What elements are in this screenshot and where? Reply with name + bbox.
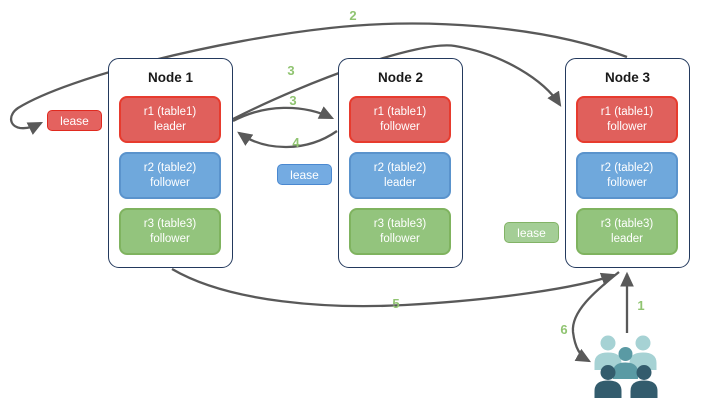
replica-node1-r2: r2 (table2) follower (119, 152, 221, 199)
replica-name: r2 (table2) (600, 161, 654, 174)
step-label-2: 2 (349, 8, 357, 23)
replica-role: leader (384, 176, 416, 189)
replica-name: r3 (table3) (373, 217, 427, 230)
node-title: Node 2 (377, 70, 423, 85)
replica-role: leader (154, 120, 186, 133)
replica-role: follower (380, 120, 420, 133)
node-card-3: Node 3 r1 (table1) follower r2 (table2) … (565, 58, 690, 268)
replica-name: r2 (table2) (143, 161, 197, 174)
replica-role: leader (611, 232, 643, 245)
replica-node2-r2: r2 (table2) leader (349, 152, 451, 199)
replica-name: r3 (table3) (600, 217, 654, 230)
replica-node2-r3: r3 (table3) follower (349, 208, 451, 255)
replica-role: follower (380, 232, 420, 245)
replica-node2-r1: r1 (table1) follower (349, 96, 451, 143)
replica-node1-r1: r1 (table1) leader (119, 96, 221, 143)
replica-node1-r3: r3 (table3) follower (119, 208, 221, 255)
person-top-right (629, 335, 657, 370)
replica-name: r3 (table3) (143, 217, 197, 230)
step-label-1: 1 (637, 298, 645, 313)
users-group-icon (594, 335, 658, 398)
replica-name: r2 (table2) (373, 161, 427, 174)
replica-node3-r2: r2 (table2) follower (576, 152, 678, 199)
replica-role: follower (150, 176, 190, 189)
person-bottom-left (594, 365, 622, 398)
replica-name: r1 (table1) (600, 105, 654, 118)
arrow-step3-node1-to-node3-r1 (232, 44, 562, 121)
node-title: Node 3 (604, 70, 650, 85)
replica-name: r1 (table1) (143, 105, 197, 118)
step-label-3a: 3 (287, 63, 295, 78)
person-bottom-right (630, 365, 658, 398)
arrow-step3-node1-to-node2-r1 (232, 106, 335, 123)
replica-node3-r1: r1 (table1) follower (576, 96, 678, 143)
step-label-4: 4 (292, 135, 300, 150)
replica-name: r1 (table1) (373, 105, 427, 118)
person-center (613, 347, 638, 379)
step-label-5: 5 (392, 296, 400, 311)
replica-role: follower (607, 120, 647, 133)
arrow-step5-node1-to-node3 (171, 268, 617, 308)
step-label-6: 6 (560, 322, 568, 337)
node-card-1: Node 1 r1 (table1) leader r2 (table2) fo… (108, 58, 233, 268)
node-card-2: Node 2 r1 (table1) follower r2 (table2) … (338, 58, 463, 268)
arrow-step6-node3-to-users (571, 271, 620, 363)
lease-badge-green: lease (504, 222, 559, 243)
replica-role: follower (607, 176, 647, 189)
replica-node3-r3: r3 (table3) leader (576, 208, 678, 255)
replica-role: follower (150, 232, 190, 245)
node-title: Node 1 (147, 70, 193, 85)
lease-badge-blue: lease (277, 164, 332, 185)
lease-badge-red: lease (47, 110, 102, 131)
step-label-3b: 3 (289, 93, 297, 108)
arrow-step4-node2-to-node1-r1 (237, 130, 338, 149)
person-top-left (594, 335, 622, 370)
